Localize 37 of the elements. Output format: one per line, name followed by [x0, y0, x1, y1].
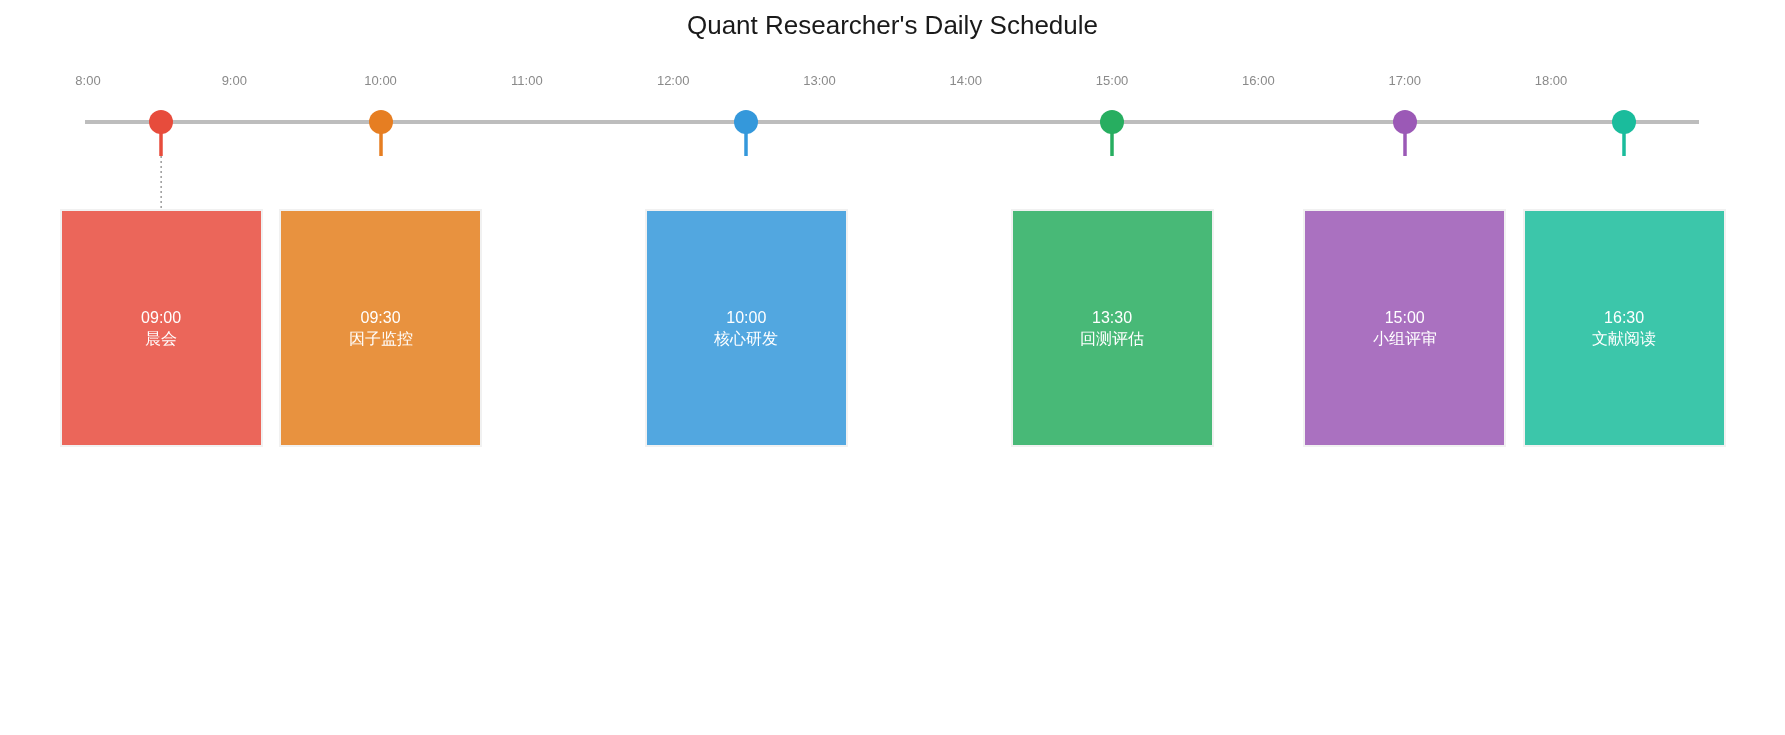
dotted-line — [160, 155, 162, 210]
tick-label: 15:00 — [1095, 73, 1129, 89]
pin-marker — [1392, 110, 1417, 156]
pin-marker — [368, 110, 393, 156]
pin-marker — [734, 110, 759, 156]
tick-label: 10:00 — [364, 73, 397, 89]
event-time: 13:30 — [1092, 308, 1133, 328]
tick-label: 16:00 — [1242, 73, 1275, 89]
tick-label: 18:00 — [1534, 73, 1568, 89]
event-time: 15:00 — [1384, 308, 1425, 328]
tick-label: 8:00 — [75, 73, 101, 89]
event-box — [1010, 209, 1214, 447]
tick-label: 13:00 — [803, 73, 836, 89]
tick-label: 11:00 — [511, 73, 543, 89]
event-time: 09:30 — [360, 308, 401, 328]
event-box — [1303, 209, 1507, 447]
event-box — [644, 209, 848, 447]
event-box — [1522, 209, 1726, 447]
title: Quant Researcher's Daily Schedule — [686, 9, 1099, 41]
pin-marker — [1612, 110, 1637, 156]
pin-marker — [149, 110, 174, 156]
tick-label: 14:00 — [949, 73, 983, 89]
event-name: 因子监控 — [348, 329, 413, 349]
tick-label: 12:00 — [656, 73, 690, 89]
event-name: 文献阅读 — [1592, 329, 1657, 349]
event-name: 核心研发 — [714, 329, 779, 349]
event-time: 16:30 — [1604, 308, 1645, 328]
event-time: 10:00 — [726, 308, 767, 328]
event-name: 晨会 — [145, 329, 178, 349]
tick-label: 9:00 — [221, 73, 247, 89]
pin-marker — [1100, 110, 1125, 156]
event-name: 回测评估 — [1080, 329, 1145, 349]
event-box — [59, 209, 263, 447]
event-name: 小组评审 — [1372, 329, 1437, 349]
event-box — [279, 209, 483, 447]
tick-label: 17:00 — [1388, 73, 1421, 89]
event-time: 09:00 — [141, 308, 182, 328]
